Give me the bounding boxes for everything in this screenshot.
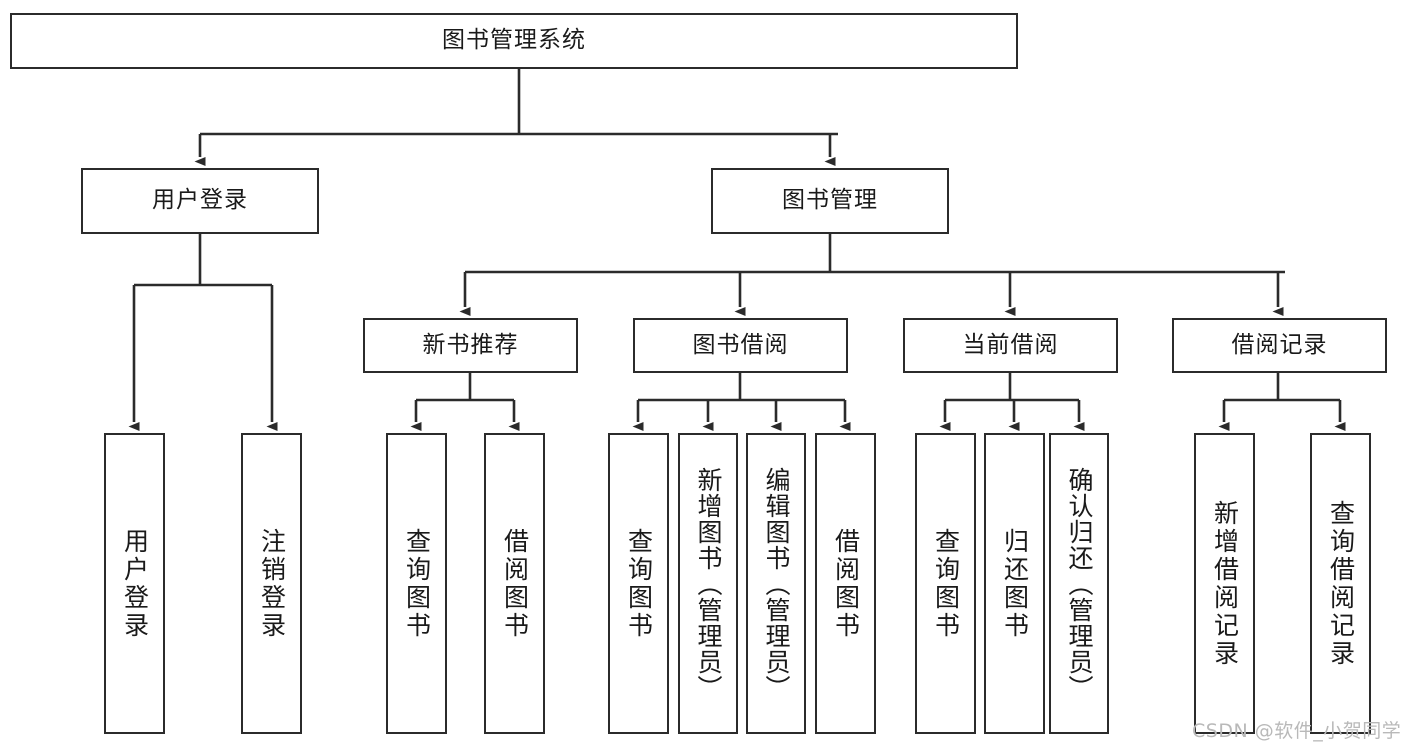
node-leaf-add-book-label: 新增图书（管理员） xyxy=(694,466,723,701)
node-borrow-record-label: 借阅记录 xyxy=(1231,331,1328,358)
node-leaf-query-book-2[interactable]: 查询图书 xyxy=(608,433,669,734)
node-leaf-query-book-1-label: 查询图书 xyxy=(402,527,432,640)
node-leaf-query-book-1[interactable]: 查询图书 xyxy=(386,433,447,734)
node-user-login[interactable]: 用户登录 xyxy=(81,168,319,234)
node-leaf-confirm-return-label: 确认归还（管理员） xyxy=(1065,466,1094,701)
node-leaf-user-login[interactable]: 用户登录 xyxy=(104,433,165,734)
node-leaf-user-logout-label: 注销登录 xyxy=(257,527,287,640)
node-leaf-query-book-2-label: 查询图书 xyxy=(624,527,654,640)
node-leaf-borrow-book-2[interactable]: 借阅图书 xyxy=(815,433,876,734)
node-root-label: 图书管理系统 xyxy=(442,27,586,54)
watermark-text: CSDN @软件_小贺同学 xyxy=(1192,720,1402,742)
node-root[interactable]: 图书管理系统 xyxy=(10,13,1018,69)
node-leaf-edit-book-label: 编辑图书（管理员） xyxy=(762,466,791,701)
node-leaf-add-book[interactable]: 新增图书（管理员） xyxy=(678,433,738,734)
node-leaf-borrow-book-2-label: 借阅图书 xyxy=(831,527,861,640)
node-leaf-borrow-book-1-label: 借阅图书 xyxy=(500,527,530,640)
node-leaf-query-book-3[interactable]: 查询图书 xyxy=(915,433,976,734)
node-leaf-confirm-return[interactable]: 确认归还（管理员） xyxy=(1049,433,1109,734)
node-borrow-record[interactable]: 借阅记录 xyxy=(1172,318,1387,373)
node-new-book-recommend-label: 新书推荐 xyxy=(422,331,519,358)
node-leaf-query-book-3-label: 查询图书 xyxy=(931,527,961,640)
node-book-borrow-label: 图书借阅 xyxy=(692,331,789,358)
node-leaf-return-book[interactable]: 归还图书 xyxy=(984,433,1045,734)
node-leaf-user-login-label: 用户登录 xyxy=(120,527,150,640)
node-leaf-query-record[interactable]: 查询借阅记录 xyxy=(1310,433,1371,734)
node-leaf-edit-book[interactable]: 编辑图书（管理员） xyxy=(746,433,806,734)
node-leaf-return-book-label: 归还图书 xyxy=(1000,527,1030,640)
node-book-manage-label: 图书管理 xyxy=(782,187,878,214)
node-user-login-label: 用户登录 xyxy=(152,187,248,214)
node-leaf-query-record-label: 查询借阅记录 xyxy=(1326,499,1356,668)
node-current-borrow-label: 当前借阅 xyxy=(962,331,1059,358)
node-new-book-recommend[interactable]: 新书推荐 xyxy=(363,318,578,373)
node-leaf-add-record[interactable]: 新增借阅记录 xyxy=(1194,433,1255,734)
node-book-manage[interactable]: 图书管理 xyxy=(711,168,949,234)
node-leaf-borrow-book-1[interactable]: 借阅图书 xyxy=(484,433,545,734)
node-leaf-user-logout[interactable]: 注销登录 xyxy=(241,433,302,734)
node-book-borrow[interactable]: 图书借阅 xyxy=(633,318,848,373)
node-leaf-add-record-label: 新增借阅记录 xyxy=(1210,499,1240,668)
watermark: CSDN @软件_小贺同学 xyxy=(1192,716,1401,743)
node-current-borrow[interactable]: 当前借阅 xyxy=(903,318,1118,373)
